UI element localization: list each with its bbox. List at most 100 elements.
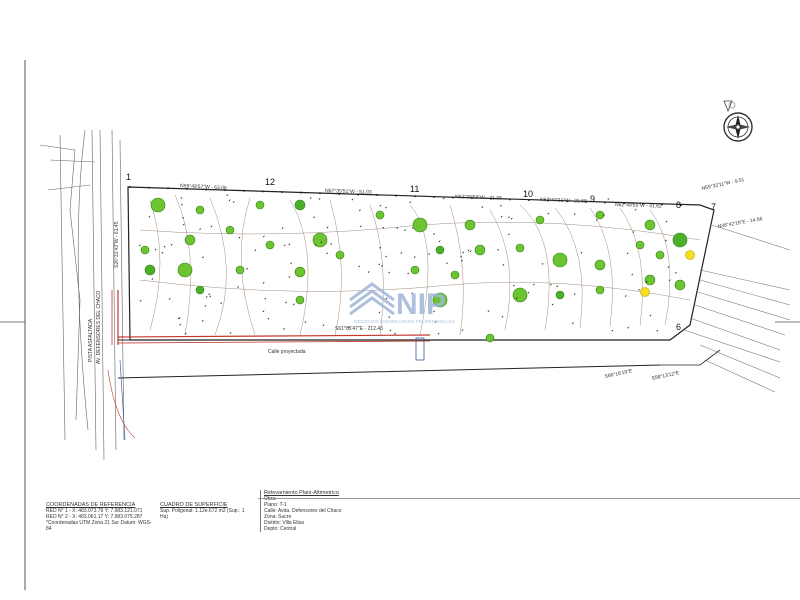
survey-point bbox=[515, 297, 518, 300]
survey-point bbox=[507, 216, 510, 219]
survey-point bbox=[512, 284, 515, 287]
survey-point bbox=[304, 321, 307, 324]
survey-point bbox=[607, 198, 610, 201]
tree-marker bbox=[474, 244, 486, 256]
survey-point bbox=[497, 248, 500, 251]
tree-marker bbox=[312, 232, 328, 248]
tree-marker bbox=[595, 210, 605, 220]
boundary-point bbox=[224, 189, 226, 192]
vertex-label: 9 bbox=[590, 194, 595, 204]
tree-marker bbox=[594, 259, 606, 271]
coordinates-heading: COORDENADAS DE REFERENCIA bbox=[46, 502, 136, 508]
survey-point bbox=[220, 302, 223, 305]
survey-point bbox=[411, 292, 414, 295]
survey-point bbox=[326, 226, 329, 229]
project-heading: Relevamiento Plani-Altimetrico bbox=[264, 490, 339, 496]
tree-marker bbox=[195, 285, 205, 295]
survey-point bbox=[595, 218, 598, 221]
survey-point bbox=[326, 252, 329, 255]
survey-point bbox=[292, 303, 295, 306]
survey-point bbox=[139, 299, 142, 302]
boundary-point bbox=[129, 186, 131, 188]
survey-point bbox=[385, 297, 388, 300]
survey-point bbox=[656, 329, 659, 332]
tree-marker bbox=[184, 234, 196, 246]
survey-point bbox=[434, 320, 437, 323]
boundary-point bbox=[623, 202, 625, 205]
vertex-label: 10 bbox=[523, 189, 533, 199]
survey-point bbox=[322, 324, 325, 327]
tree-marker bbox=[265, 240, 275, 250]
tree-marker bbox=[255, 200, 265, 210]
tree-marker bbox=[450, 270, 460, 280]
survey-point bbox=[645, 280, 648, 283]
survey-point bbox=[138, 244, 141, 247]
survey-point bbox=[330, 243, 333, 246]
tree-marker bbox=[295, 295, 305, 305]
tree-marker bbox=[294, 199, 306, 211]
title-block-frame bbox=[258, 498, 800, 499]
tree-marker bbox=[140, 245, 150, 255]
tree-marker bbox=[485, 333, 495, 343]
survey-point bbox=[580, 251, 583, 254]
coordinates-line: *Coordenadas UTM Zona 21 Sur Datum: WGS-… bbox=[46, 520, 152, 532]
tree-marker bbox=[375, 210, 385, 220]
bearing-label: N63°39'58"W - 41.38 bbox=[455, 194, 502, 202]
survey-point bbox=[624, 295, 627, 298]
bearing-label: S61°05'47"E - 212.43 bbox=[335, 326, 383, 332]
tree-marker bbox=[144, 264, 156, 276]
survey-point bbox=[201, 319, 204, 322]
bearing-label: N36°42'15"E - 14.56 bbox=[717, 216, 763, 230]
survey-point bbox=[232, 201, 235, 204]
project-line: Plano: T-1 bbox=[264, 502, 287, 508]
vertex-label: 6 bbox=[676, 322, 681, 332]
survey-point bbox=[510, 217, 513, 220]
survey-point bbox=[611, 329, 614, 332]
tree-marker bbox=[432, 292, 448, 308]
survey-point bbox=[254, 249, 257, 252]
bearing-label: S66°16'19"E bbox=[604, 368, 633, 380]
boundary-point bbox=[566, 200, 568, 203]
vertex-label: 12 bbox=[265, 177, 275, 187]
boundary-point bbox=[661, 203, 663, 206]
project-line: Distrito: Villa Elisa bbox=[264, 520, 304, 526]
boundary-point bbox=[376, 194, 378, 197]
survey-point bbox=[262, 310, 265, 313]
survey-point bbox=[413, 256, 416, 259]
survey-point bbox=[432, 233, 435, 236]
vertex-label: 8 bbox=[676, 200, 681, 210]
survey-point bbox=[532, 283, 535, 286]
boundary-point bbox=[395, 194, 397, 197]
tree-marker bbox=[552, 252, 568, 268]
survey-point bbox=[626, 252, 629, 255]
survey-point bbox=[388, 316, 391, 319]
tree-marker bbox=[464, 219, 476, 231]
vertex-labels: 1 12 11 10 9 8 7 6 bbox=[126, 172, 716, 332]
tree-marker bbox=[410, 265, 420, 275]
boundary-point bbox=[490, 197, 492, 200]
tree-marker bbox=[672, 232, 688, 248]
boundary-point bbox=[167, 187, 169, 190]
survey-point bbox=[262, 235, 265, 238]
survey-point bbox=[347, 326, 350, 329]
survey-point bbox=[487, 310, 490, 313]
survey-point bbox=[313, 216, 316, 219]
survey-point bbox=[184, 332, 187, 335]
tree-marker bbox=[177, 262, 193, 278]
survey-point bbox=[573, 293, 576, 296]
survey-point bbox=[396, 227, 399, 230]
survey-point bbox=[309, 197, 312, 200]
left-road-label: AV. DEFENSORES DEL CHACO bbox=[96, 290, 102, 364]
boundary-point bbox=[357, 193, 359, 196]
survey-point bbox=[237, 286, 240, 289]
survey-point bbox=[161, 251, 164, 254]
boundary-point bbox=[281, 190, 283, 193]
bearing-label: S26°31'43"W - 61.45 bbox=[114, 221, 120, 268]
survey-point bbox=[290, 262, 293, 265]
survey-point bbox=[382, 226, 385, 229]
project-line: Calle: Avda. Defensores del Chaco bbox=[264, 508, 342, 514]
survey-point bbox=[547, 212, 550, 215]
survey-point bbox=[409, 201, 412, 204]
project-line: Depto: Central bbox=[264, 526, 297, 532]
